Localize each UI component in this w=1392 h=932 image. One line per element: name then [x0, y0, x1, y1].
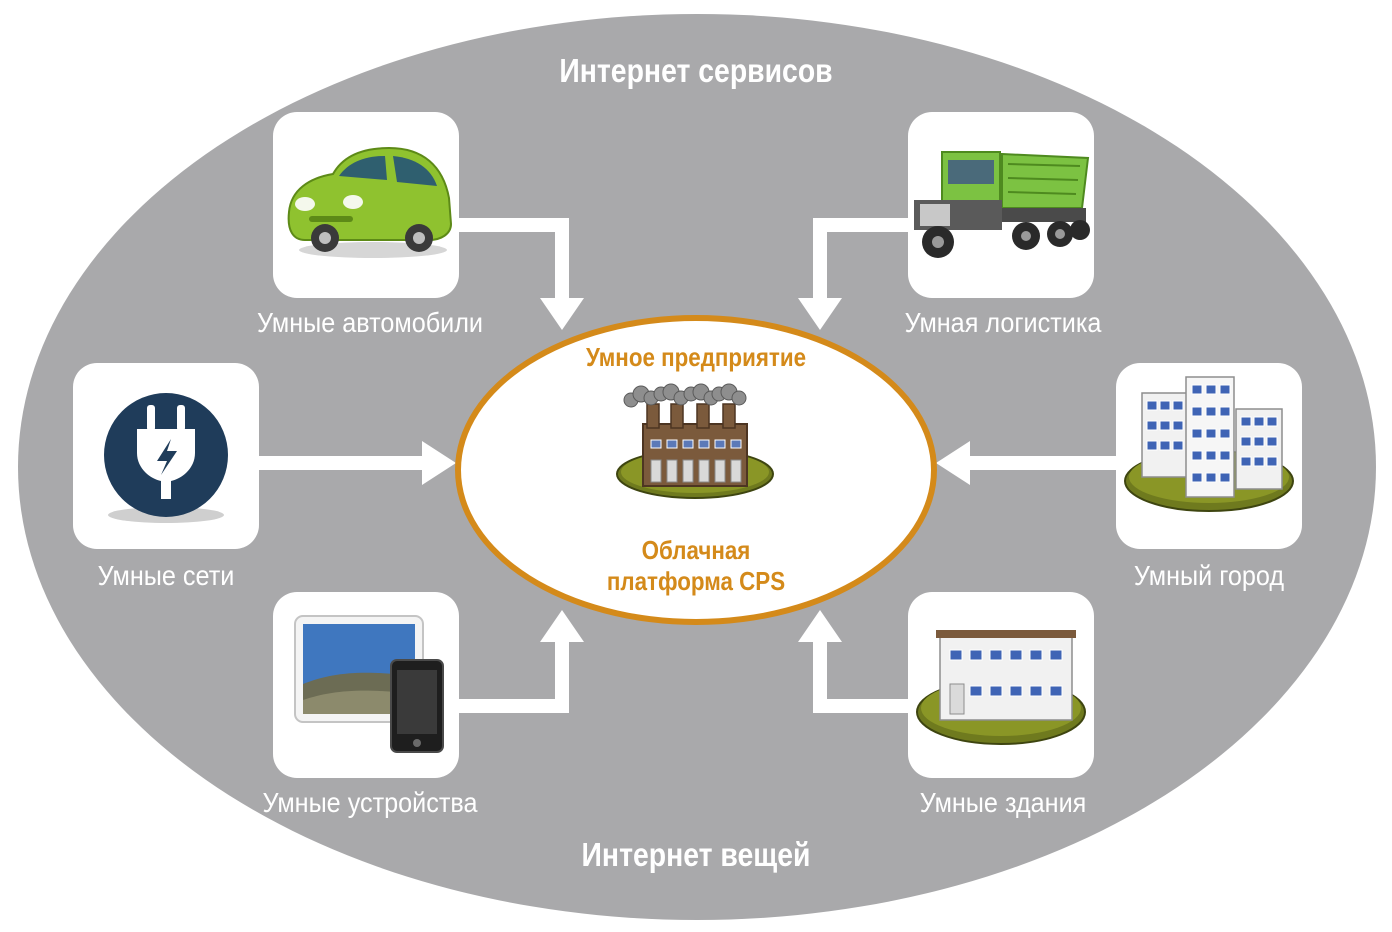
label-smart-devices: Умные устройства [262, 787, 478, 818]
node-smart-devices-tile [273, 592, 459, 778]
car-icon [287, 146, 453, 258]
node-smart-logistics-tile [908, 112, 1094, 298]
smart-enterprise-title: Умное предприятие [585, 342, 807, 372]
city-buildings-icon [1124, 376, 1294, 512]
label-smart-city: Умный город [1133, 560, 1285, 591]
internet-of-things-title: Интернет вещей [581, 836, 811, 873]
smart-enterprise-ellipse [455, 315, 937, 625]
node-smart-cars-tile [273, 112, 459, 298]
arrow-logistics [813, 218, 908, 300]
arrow-buildings [813, 640, 908, 713]
cloud-platform-label: Облачная [641, 535, 751, 565]
node-smart-city-tile [1116, 363, 1302, 549]
arrow-cars [458, 218, 569, 300]
label-smart-buildings: Умные здания [919, 787, 1087, 818]
tablet-phone-icon [294, 615, 444, 753]
factory-icon [616, 383, 774, 499]
power-plug-icon [104, 393, 228, 523]
dump-truck-icon [914, 151, 1090, 258]
label-smart-cars: Умные автомобили [256, 307, 484, 338]
building-icon [916, 630, 1086, 745]
node-smart-grids-tile [73, 363, 259, 549]
label-smart-grids: Умные сети [97, 560, 235, 591]
node-smart-buildings-tile [908, 592, 1094, 778]
label-smart-logistics: Умная логистика [904, 307, 1102, 338]
arrow-devices [458, 640, 569, 713]
internet-of-services-title: Интернет сервисов [559, 52, 833, 89]
cloud-platform-label-cps: платформа CPS [606, 566, 786, 596]
